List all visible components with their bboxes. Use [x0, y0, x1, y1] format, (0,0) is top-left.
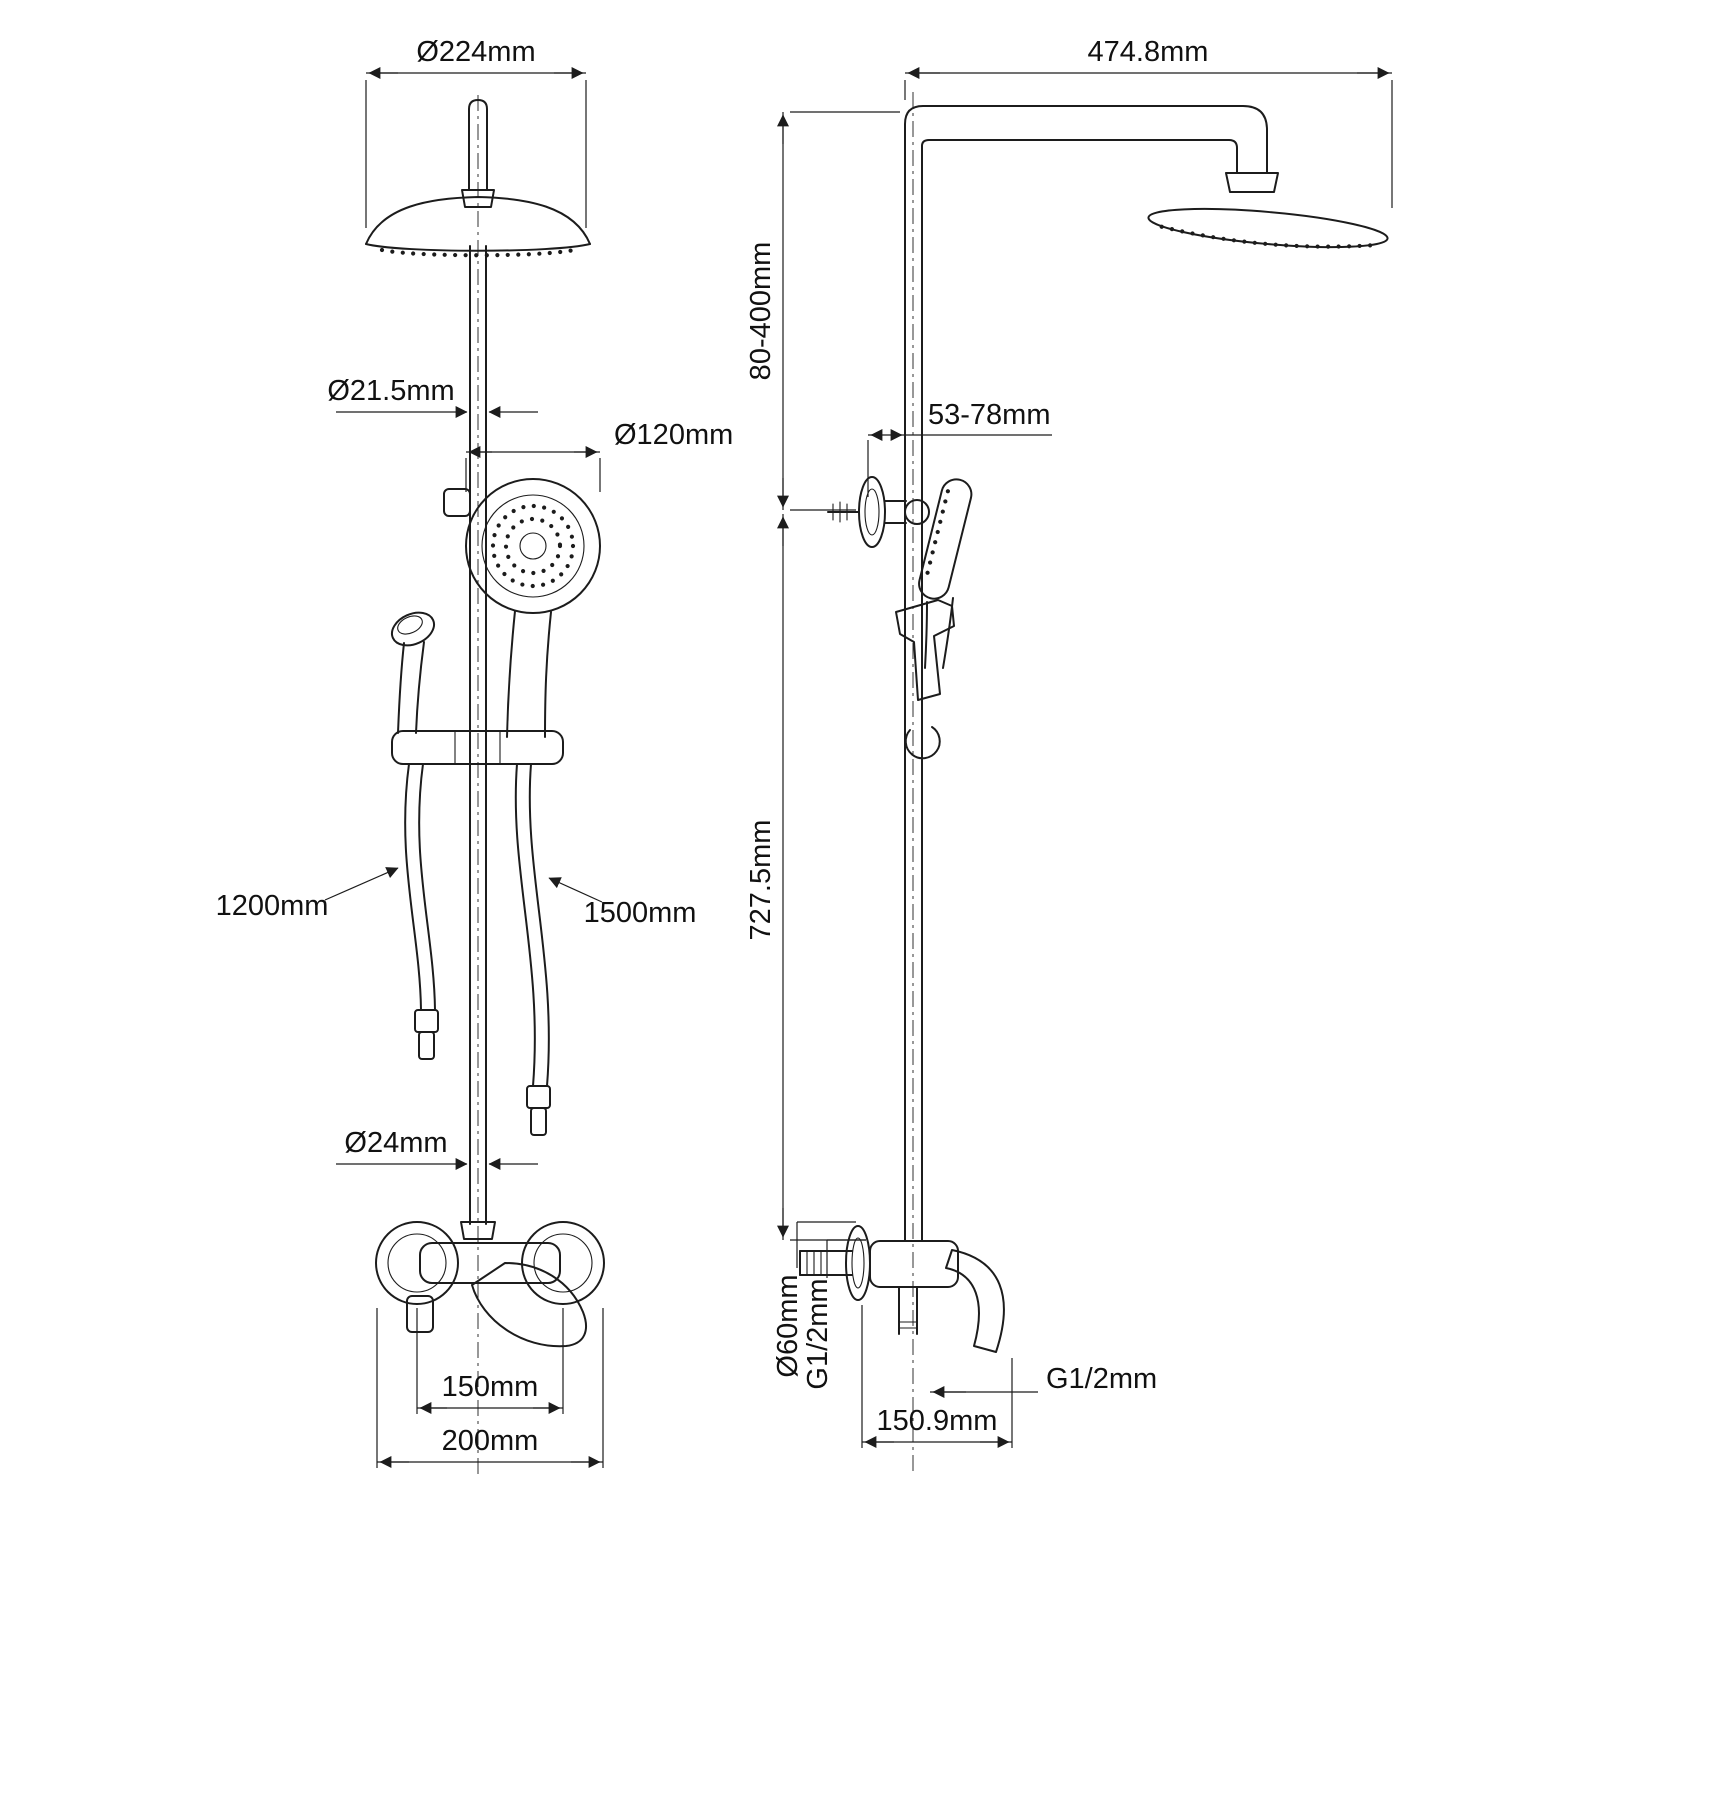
front-slider-bracket	[391, 730, 564, 765]
side-hose-hook	[904, 726, 941, 760]
front-riser-pipe	[443, 245, 487, 1225]
dim-label-bracket-offset: 53-78mm	[928, 399, 1051, 431]
front-hose-right	[514, 763, 551, 1136]
front-mixer-handle	[471, 1262, 587, 1348]
dim-label-valve-depth: 150.9mm	[877, 1405, 998, 1437]
front-mixer-valve	[375, 1221, 605, 1348]
side-riser-and-arm	[904, 105, 1389, 1241]
side-dimensions: 474.8mm 80-400mm 53-78mm 727.5mm	[745, 36, 1393, 1448]
side-hand-shower	[918, 478, 973, 669]
dim-label-height-adjustment: 80-400mm	[745, 242, 777, 381]
front-overhead-shower	[365, 99, 591, 258]
dim-label-riser-diameter: Ø21.5mm	[327, 375, 454, 407]
dim-label-hand-shower-diameter: Ø120mm	[614, 419, 733, 451]
dim-label-hose-right: 1500mm	[584, 897, 697, 929]
side-bidet-sprayer	[895, 599, 955, 701]
front-hand-shower	[465, 478, 601, 738]
side-wall-bracket	[827, 476, 930, 548]
side-view-drawing: 474.8mm 80-400mm 53-78mm 727.5mm	[745, 36, 1393, 1472]
dim-label-escutcheon-diameter: Ø60mm	[772, 1274, 804, 1377]
front-slider-knob	[443, 488, 471, 517]
dim-label-valve-overall-width: 200mm	[442, 1425, 539, 1457]
dim-label-arm-reach: 474.8mm	[1088, 36, 1209, 68]
side-mixer-valve	[799, 1225, 1005, 1353]
front-hose-left	[404, 763, 439, 1060]
dim-label-valve-centers: 150mm	[442, 1371, 539, 1403]
dim-label-lower-riser-diameter: Ø24mm	[344, 1127, 447, 1159]
front-dimensions: Ø224mm Ø21.5mm Ø120mm 1200mm 1500mm Ø24m…	[216, 36, 733, 1468]
front-bidet-sprayer	[390, 611, 436, 734]
dim-label-column-height: 727.5mm	[745, 820, 777, 941]
side-mixer-handle	[945, 1249, 1005, 1353]
dim-label-head-diameter: Ø224mm	[416, 36, 535, 68]
dim-label-inlet-thread: G1/2mm	[802, 1278, 834, 1389]
dim-label-outlet-thread: G1/2mm	[1046, 1363, 1157, 1395]
front-mixer-outlet	[406, 1295, 434, 1333]
dim-label-hose-left: 1200mm	[216, 890, 329, 922]
front-view-drawing: Ø224mm Ø21.5mm Ø120mm 1200mm 1500mm Ø24m…	[216, 36, 733, 1478]
